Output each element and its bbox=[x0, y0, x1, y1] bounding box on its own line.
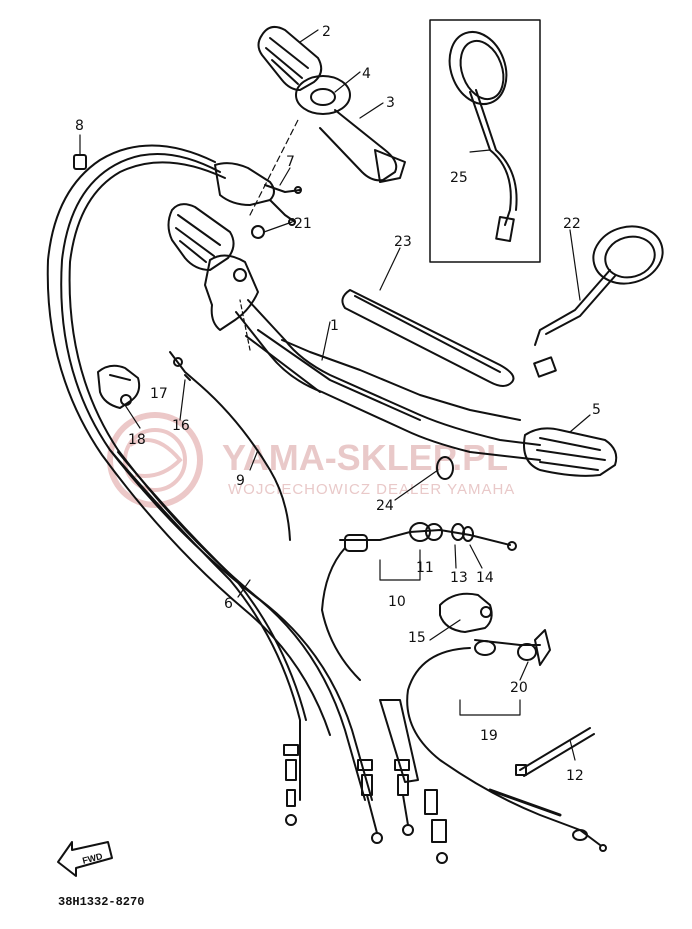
label-6: 6 bbox=[224, 596, 233, 612]
label-14: 14 bbox=[476, 570, 494, 586]
label-25: 25 bbox=[450, 170, 468, 186]
leader-lines bbox=[79, 29, 591, 761]
label-15: 15 bbox=[408, 630, 426, 646]
watermark-subtitle: WOJCIECHOWICZ DEALER YAMAHA bbox=[228, 481, 515, 498]
label-10: 10 bbox=[388, 594, 406, 610]
label-4: 4 bbox=[362, 66, 371, 82]
watermark-title: YAMA-SKLEP.PL bbox=[222, 437, 508, 478]
label-11: 11 bbox=[416, 560, 434, 576]
mirror-inset-box bbox=[429, 19, 541, 263]
label-8: 8 bbox=[75, 118, 84, 134]
small-ring-21 bbox=[251, 225, 265, 239]
cable-ends bbox=[283, 699, 448, 864]
switch-15 bbox=[439, 592, 493, 633]
clutch-switch bbox=[214, 162, 302, 226]
mirror-right bbox=[533, 225, 664, 378]
label-18: 18 bbox=[128, 432, 146, 448]
label-2: 2 bbox=[322, 24, 331, 40]
label-7: 7 bbox=[286, 154, 295, 170]
right-grip-top bbox=[257, 25, 323, 91]
part-labels: 2 4 3 8 7 21 23 22 25 1 17 16 18 5 9 24 … bbox=[75, 24, 601, 784]
cable-10 bbox=[321, 522, 517, 681]
label-22: 22 bbox=[563, 216, 581, 232]
label-5: 5 bbox=[592, 402, 601, 418]
label-21: 21 bbox=[294, 216, 312, 232]
label-13: 13 bbox=[450, 570, 468, 586]
crossbar-pad bbox=[341, 289, 515, 387]
label-16: 16 bbox=[172, 418, 190, 434]
cable-tie bbox=[515, 727, 595, 777]
grip-ring bbox=[295, 75, 351, 115]
label-24: 24 bbox=[376, 498, 394, 514]
handlebar bbox=[235, 299, 541, 461]
throttle-cables bbox=[46, 144, 373, 801]
switch-18 bbox=[97, 364, 141, 409]
left-grip bbox=[167, 203, 259, 331]
diagram-code: 38H1332-8270 bbox=[58, 895, 144, 909]
mirror-left bbox=[448, 31, 518, 243]
cable-19 bbox=[406, 629, 607, 852]
cable-cap bbox=[73, 154, 87, 170]
label-12: 12 bbox=[566, 768, 584, 784]
right-grip bbox=[523, 427, 618, 477]
label-3: 3 bbox=[386, 95, 395, 111]
label-1: 1 bbox=[330, 318, 339, 334]
label-23: 23 bbox=[394, 234, 412, 250]
label-9: 9 bbox=[236, 473, 245, 489]
label-20: 20 bbox=[510, 680, 528, 696]
fwd-label: FWD bbox=[81, 851, 104, 866]
label-17: 17 bbox=[150, 386, 168, 402]
throttle-tube bbox=[319, 109, 406, 183]
cable-9 bbox=[169, 351, 291, 541]
label-19: 19 bbox=[480, 728, 498, 744]
grip-collar-24 bbox=[436, 456, 454, 480]
fwd-arrow-icon bbox=[57, 841, 113, 877]
